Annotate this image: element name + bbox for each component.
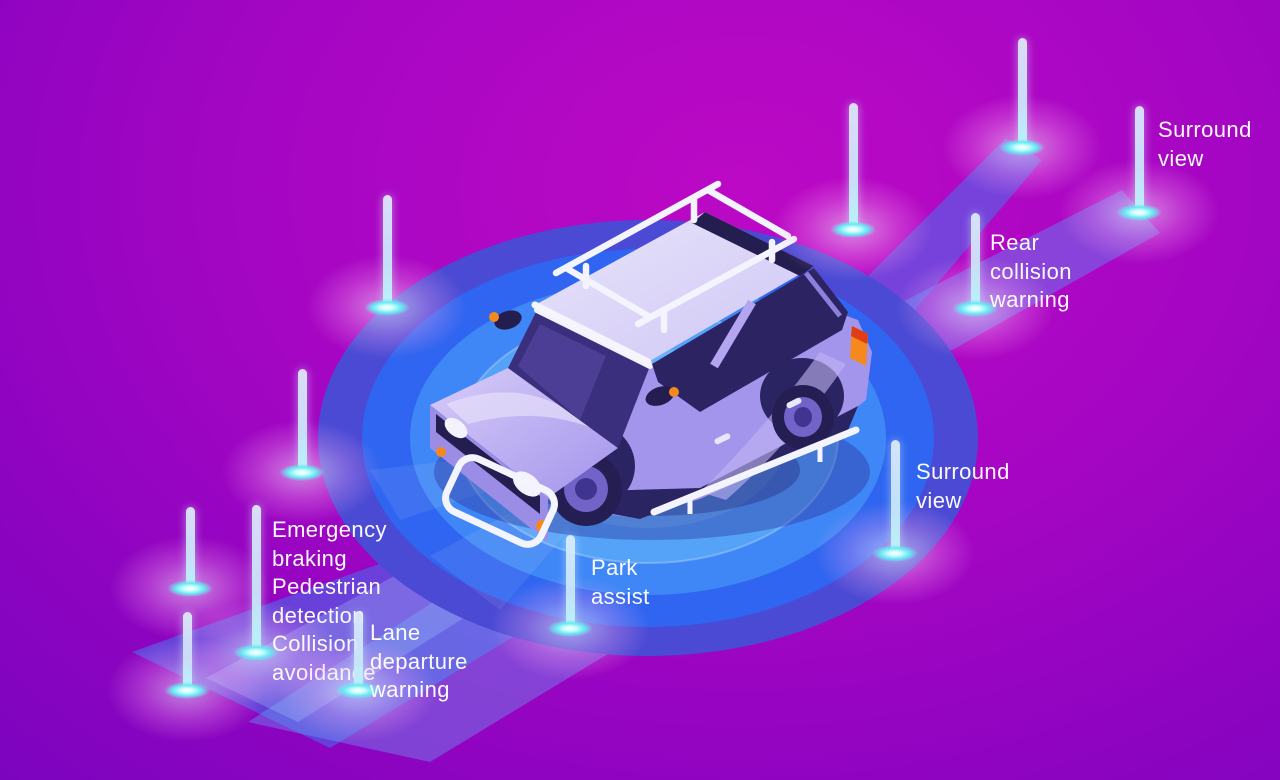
callout-label: Lane departure warning	[370, 620, 468, 702]
car-illustration	[430, 180, 872, 548]
pin-base	[1116, 204, 1162, 221]
pin-beam	[382, 195, 392, 307]
pin-beam	[185, 507, 195, 588]
pin-base	[167, 580, 213, 597]
pin-beam	[251, 505, 261, 652]
car-headlight	[444, 417, 468, 439]
pin-base	[999, 139, 1045, 156]
pin-beam	[353, 612, 363, 690]
car-bullbar	[442, 454, 558, 548]
callout-label: Surround view	[1158, 117, 1252, 171]
pin-base	[547, 620, 593, 637]
pin-beam	[970, 213, 980, 308]
car-mirror	[645, 386, 675, 406]
pin-beam	[890, 440, 900, 553]
pin-base	[952, 300, 998, 317]
car-side-windows	[652, 268, 848, 412]
callout-label: Park assist	[591, 555, 650, 609]
car-mirror	[494, 310, 522, 330]
car-roof-rack	[552, 180, 798, 334]
pin-beam	[1017, 38, 1027, 147]
pin-beam	[565, 535, 575, 628]
callout-label: Surround view	[916, 459, 1010, 513]
pin-base	[364, 299, 410, 316]
pin-beam	[1134, 106, 1144, 212]
car-rear-wheel	[772, 385, 834, 449]
pin-base	[830, 221, 876, 238]
car-roof	[535, 212, 814, 362]
pin-base	[335, 682, 381, 699]
pin-base	[872, 545, 918, 562]
callout-label: Rear collision warning	[990, 230, 1072, 312]
pin-beam	[297, 369, 307, 472]
pin-beam	[848, 103, 858, 229]
pin-base	[279, 464, 325, 481]
pin-base	[233, 644, 279, 661]
